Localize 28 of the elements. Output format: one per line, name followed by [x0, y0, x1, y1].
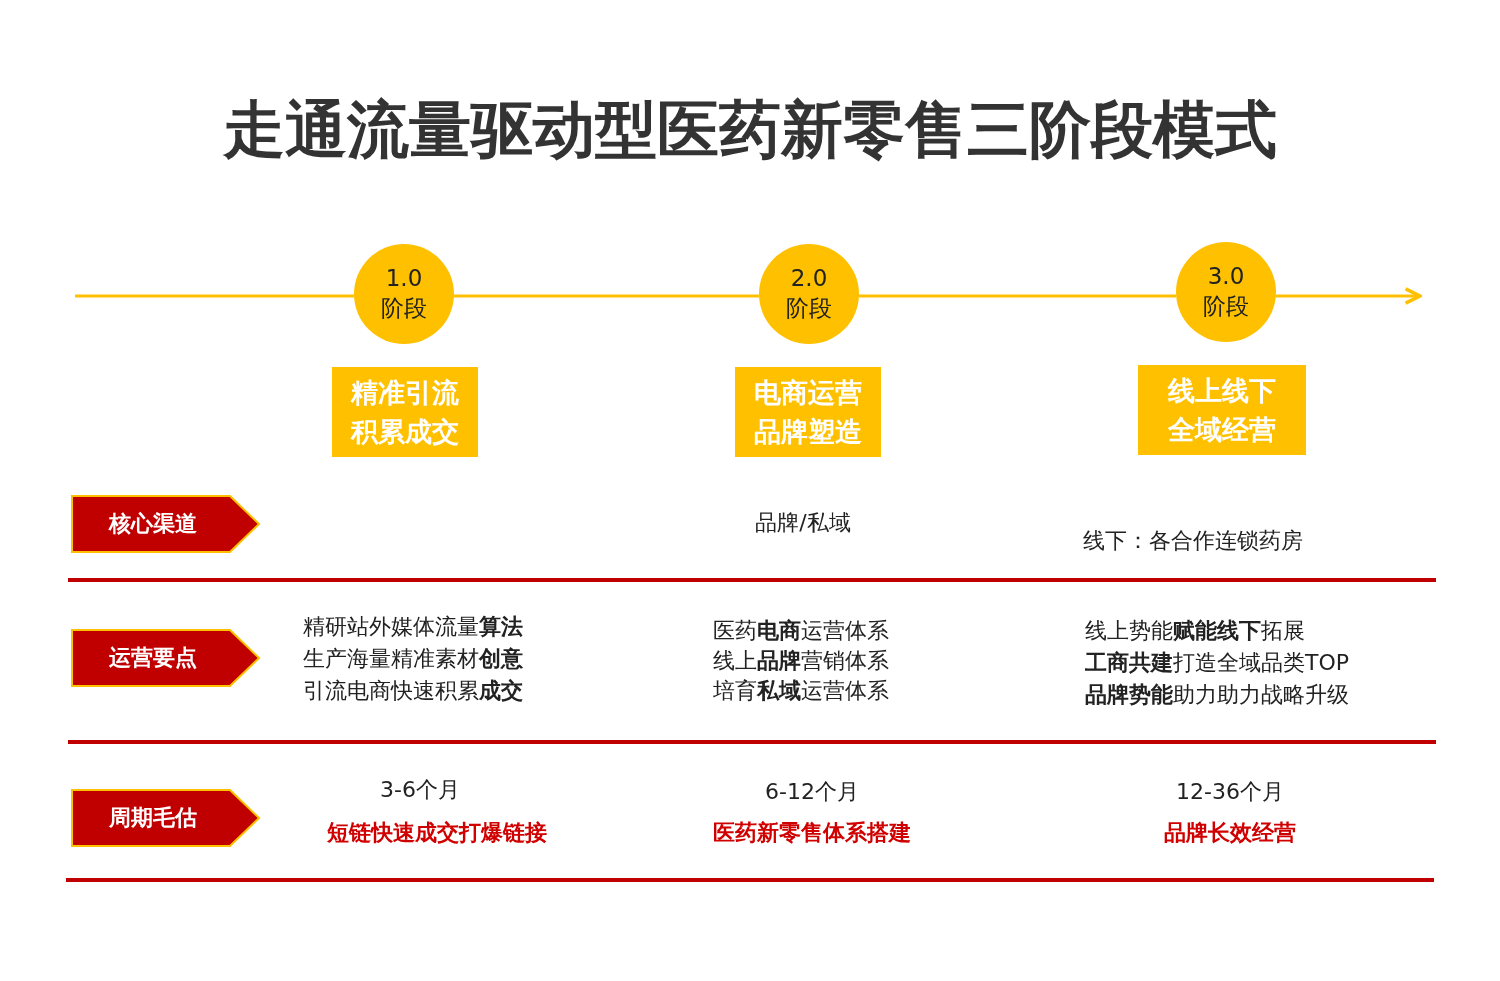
highlight-text: 医药新零售体系搭建 [713, 819, 911, 847]
cell-text: 3-6个月 [380, 776, 460, 804]
stage-box: 精准引流积累成交 [332, 367, 478, 457]
cell-text: 培育私域运营体系 [713, 677, 889, 705]
cell-text: 线上势能赋能线下拓展 [1085, 617, 1305, 645]
cell-text: 12-36个月 [1176, 778, 1284, 806]
row-header-tag: 周期毛估 [70, 788, 262, 848]
stage-circle: 1.0 阶段 [354, 244, 454, 344]
cell-text: 线下：各合作连锁药房 [1083, 527, 1303, 555]
row-header-tag: 运营要点 [70, 628, 262, 688]
highlight-text: 短链快速成交打爆链接 [327, 819, 547, 847]
cell-text: 引流电商快速积累成交 [303, 677, 523, 705]
cell-text: 品牌/私域 [755, 509, 851, 537]
cell-text: 生产海量精准素材创意 [303, 645, 523, 673]
timeline-arrow [1276, 287, 1422, 305]
stage-box: 电商运营品牌塑造 [735, 367, 881, 457]
cell-text: 精研站外媒体流量算法 [303, 613, 523, 641]
row-header-tag: 核心渠道 [70, 494, 262, 554]
cell-text: 6-12个月 [765, 778, 859, 806]
cell-text: 医药电商运营体系 [713, 617, 889, 645]
stage-box: 线上线下全域经营 [1138, 365, 1306, 455]
stage-circle: 2.0 阶段 [759, 244, 859, 344]
cell-text: 线上品牌营销体系 [713, 647, 889, 675]
title: 走通流量驱动型医药新零售三阶段模式 [222, 92, 1278, 168]
highlight-text: 品牌长效经营 [1164, 819, 1296, 847]
cell-text: 工商共建打造全域品类TOP [1085, 649, 1350, 677]
stage-circle: 3.0 阶段 [1176, 242, 1276, 342]
cell-text: 品牌势能助力助力战略升级 [1085, 681, 1349, 709]
